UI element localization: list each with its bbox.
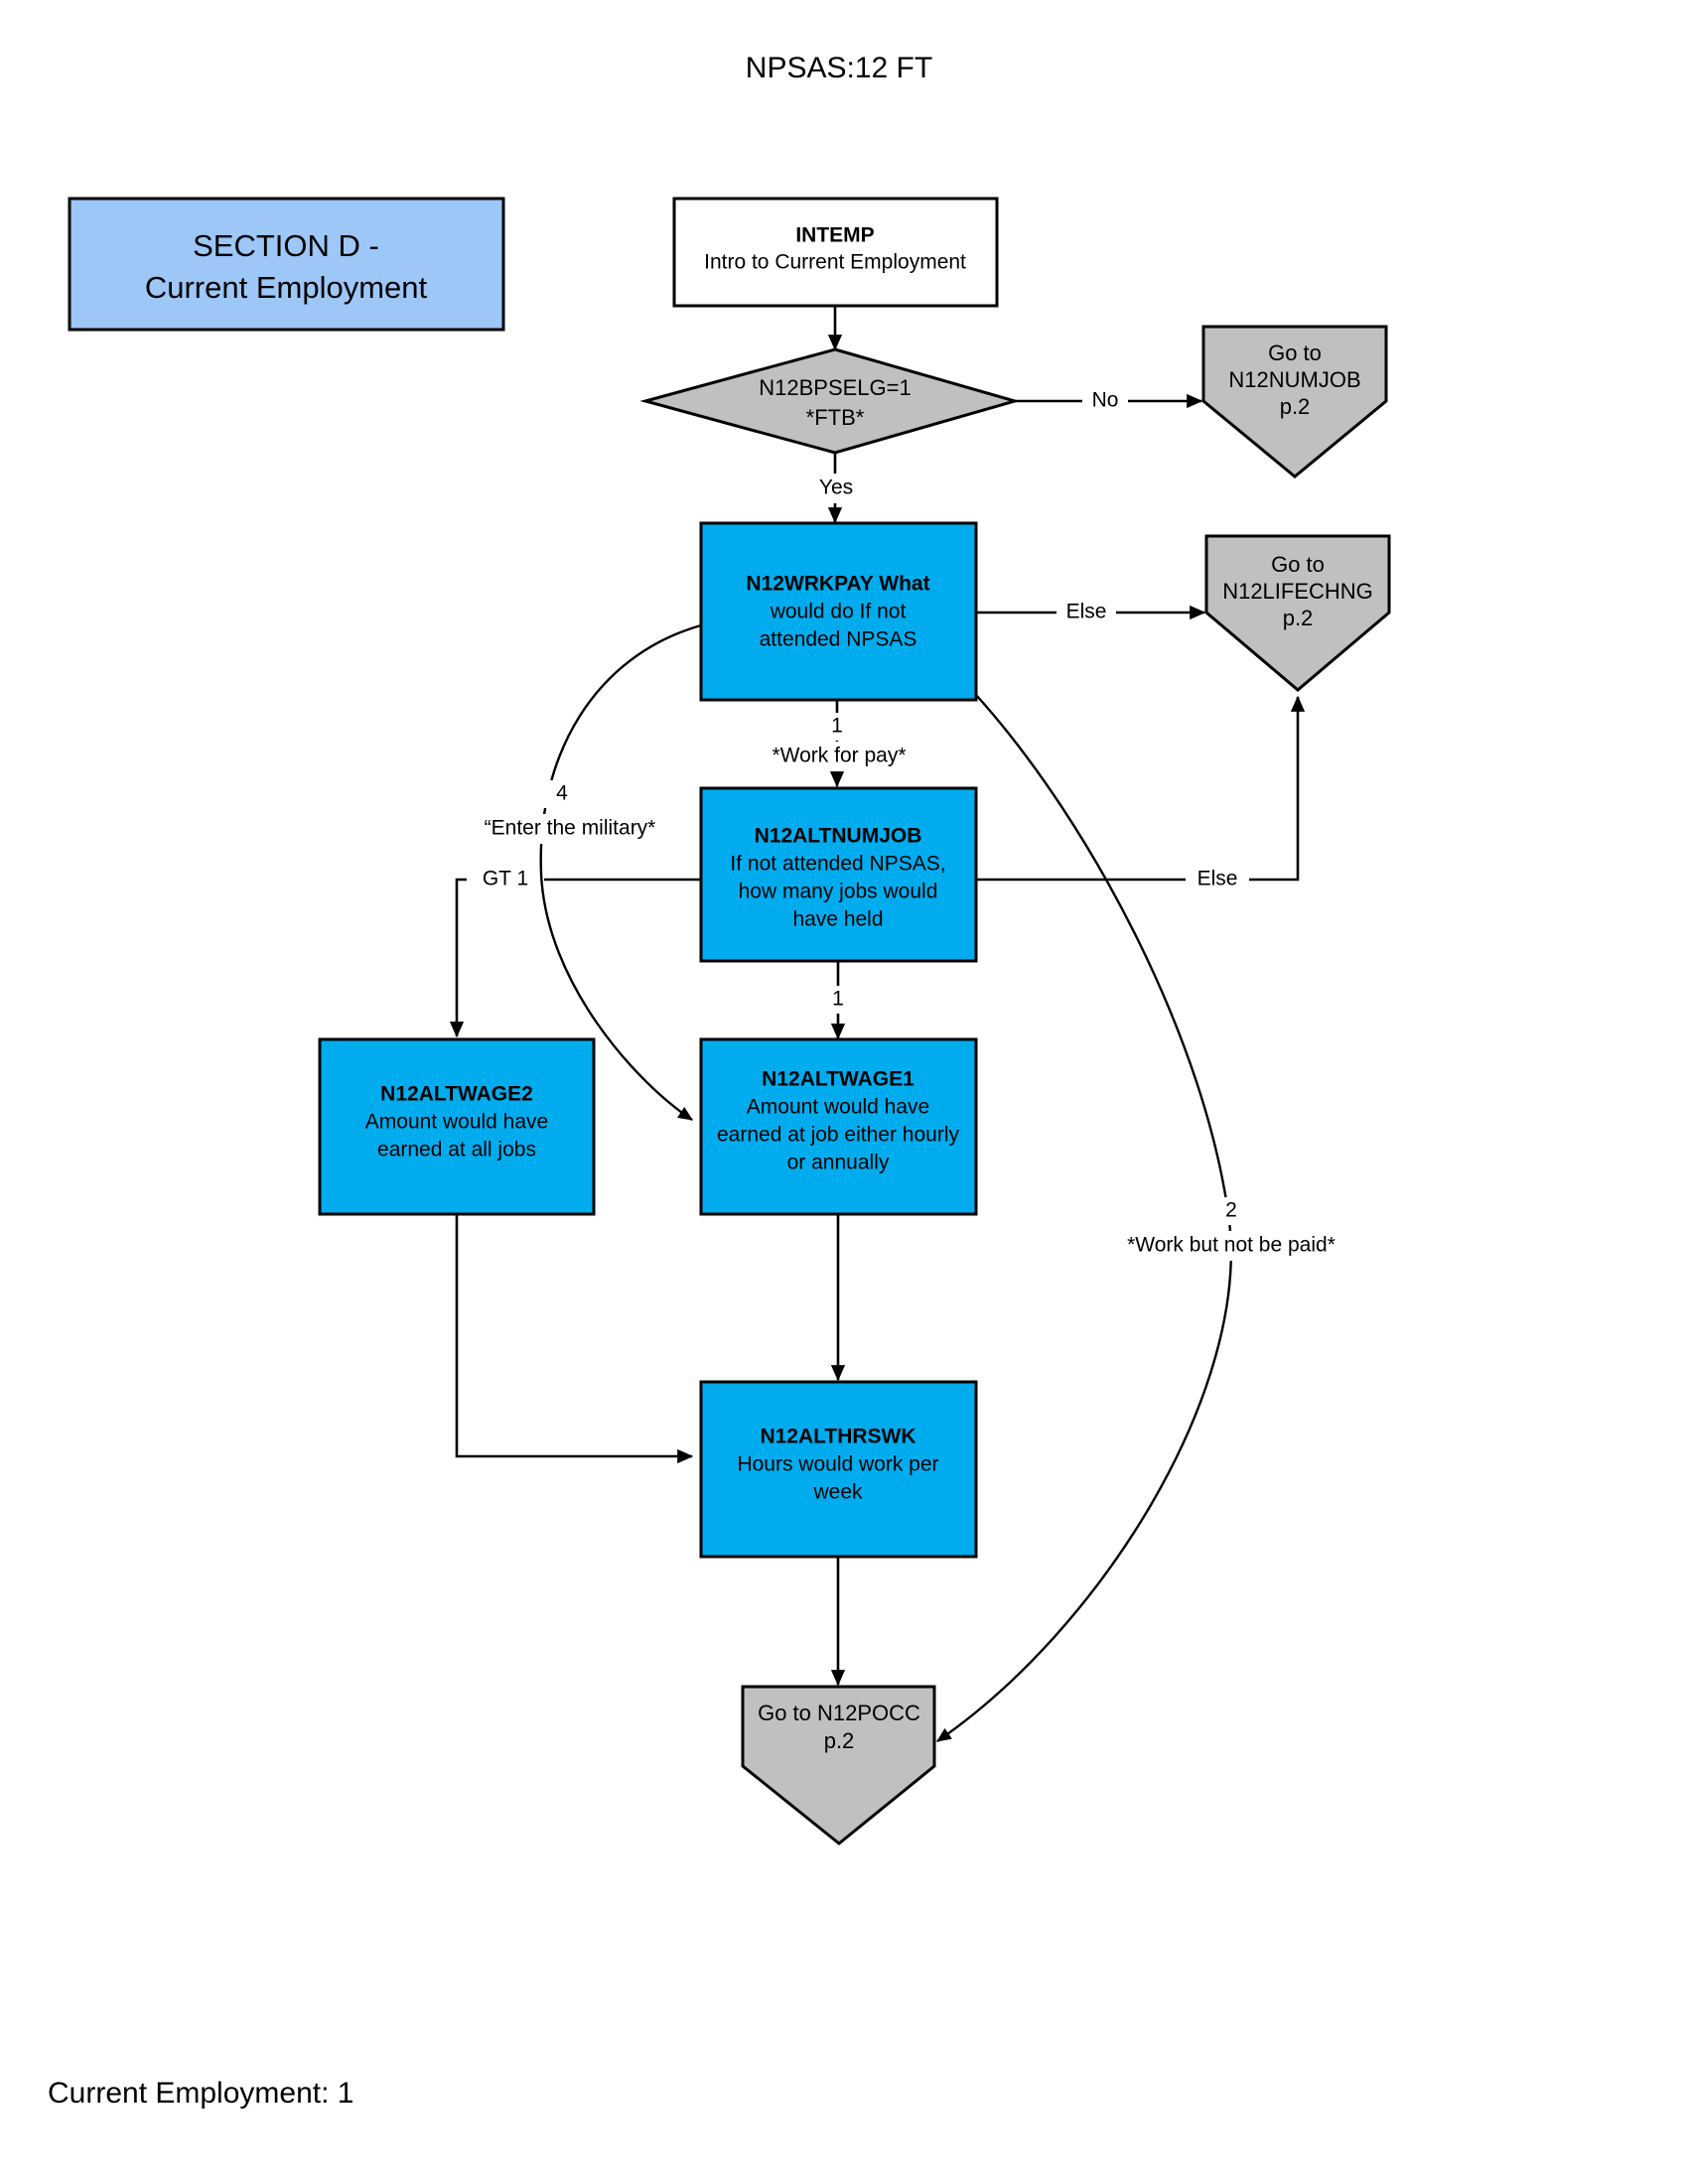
node-n12althrswk-line1: Hours would work per xyxy=(737,1453,938,1476)
node-n12altwage1[interactable]: N12ALTWAGE1 Amount would have earned at … xyxy=(699,1037,978,1216)
node-n12altnumjob-line2: how many jobs would xyxy=(739,881,938,903)
edge-wrkpay-enter-military xyxy=(539,623,702,1121)
node-goto-numjob-line2: N12NUMJOB xyxy=(1228,367,1360,392)
node-goto-pocc-line1: Go to N12POCC xyxy=(758,1701,920,1725)
edge-label-notpaid-text: *Work but not be paid* xyxy=(1127,1234,1336,1257)
node-bpselg-line2: *FTB* xyxy=(806,405,865,430)
node-goto-lifechng-line1: Go to xyxy=(1271,552,1325,577)
edge-label-notpaid-num: 2 xyxy=(1225,1199,1237,1222)
edge-label-gt1: GT 1 xyxy=(483,868,528,890)
node-goto-numjob-line3: p.2 xyxy=(1280,394,1311,419)
node-goto-numjob-line1: Go to xyxy=(1268,341,1322,365)
edge-label-military-text: “Enter the military* xyxy=(485,817,656,840)
node-goto-pocc[interactable]: Go to N12POCC p.2 xyxy=(741,1685,936,1845)
node-bpselg-line1: N12BPSELG=1 xyxy=(759,375,911,400)
node-goto-lifechng-line3: p.2 xyxy=(1283,606,1314,630)
edge-altwage2-to-althrswk xyxy=(455,1214,694,1464)
edge-label-one-to-wage1: 1 xyxy=(832,988,844,1011)
edge-wrkpay-work-not-paid xyxy=(936,694,1232,1742)
node-n12altwage2-id: N12ALTWAGE2 xyxy=(380,1083,533,1106)
footer-caption: Current Employment: 1 xyxy=(48,2077,353,2110)
node-goto-lifechng[interactable]: Go to N12LIFECHNG p.2 xyxy=(1204,534,1391,692)
node-n12altwage1-line1: Amount would have xyxy=(747,1096,929,1119)
node-n12althrswk-id: N12ALTHRSWK xyxy=(760,1426,915,1448)
node-n12altwage1-line3: or annually xyxy=(787,1152,890,1174)
node-goto-pocc-line2: p.2 xyxy=(824,1728,855,1753)
edge-label-else-altnumjob: Else xyxy=(1197,868,1238,890)
node-n12althrswk-line2: week xyxy=(812,1481,863,1504)
section-banner-line2: Current Employment xyxy=(145,270,428,305)
node-n12altwage2-line1: Amount would have xyxy=(365,1111,548,1134)
page-title: NPSAS:12 FT xyxy=(746,52,932,84)
edge-label-workforpay-text: *Work for pay* xyxy=(773,745,907,767)
node-n12altwage1-line2: earned at job either hourly xyxy=(717,1124,959,1147)
node-n12wrkpay-line3: attended NPSAS xyxy=(760,628,917,651)
node-bpselg-decision[interactable]: N12BPSELG=1 *FTB* xyxy=(639,347,1021,455)
node-n12altwage1-id: N12ALTWAGE1 xyxy=(762,1068,914,1091)
node-intemp-id: INTEMP xyxy=(795,224,874,247)
node-n12wrkpay-line2: would do If not xyxy=(770,601,907,623)
section-banner-line1: SECTION D - xyxy=(193,228,379,263)
edge-altnumjob-else xyxy=(976,695,1306,882)
edge-label-military-num: 4 xyxy=(556,782,568,805)
node-n12althrswk[interactable]: N12ALTHRSWK Hours would work per week xyxy=(699,1380,978,1559)
edge-label-yes: Yes xyxy=(819,477,853,499)
edge-label-no: No xyxy=(1092,389,1119,412)
node-n12altnumjob[interactable]: N12ALTNUMJOB If not attended NPSAS, how … xyxy=(699,786,978,963)
node-n12altwage2-line2: earned at all jobs xyxy=(377,1139,536,1161)
node-intemp[interactable]: INTEMP Intro to Current Employment xyxy=(672,197,999,308)
edge-label-else-wrkpay: Else xyxy=(1066,601,1107,623)
edge-label-workforpay-num: 1 xyxy=(831,715,843,738)
node-goto-lifechng-line2: N12LIFECHNG xyxy=(1222,579,1373,604)
node-n12wrkpay-line1: N12WRKPAY What xyxy=(746,573,929,596)
node-goto-numjob[interactable]: Go to N12NUMJOB p.2 xyxy=(1201,325,1388,478)
edge-altnumjob-gt1 xyxy=(449,878,701,1038)
node-n12altnumjob-line1: If not attended NPSAS, xyxy=(730,853,945,876)
node-n12altnumjob-id: N12ALTNUMJOB xyxy=(755,825,922,848)
node-n12wrkpay[interactable]: N12WRKPAY What would do If not attended … xyxy=(699,521,978,702)
node-n12altnumjob-line3: have held xyxy=(792,908,883,931)
section-banner: SECTION D - Current Employment xyxy=(68,197,505,332)
node-intemp-text: Intro to Current Employment xyxy=(704,251,966,274)
node-n12altwage2[interactable]: N12ALTWAGE2 Amount would have earned at … xyxy=(318,1037,596,1216)
